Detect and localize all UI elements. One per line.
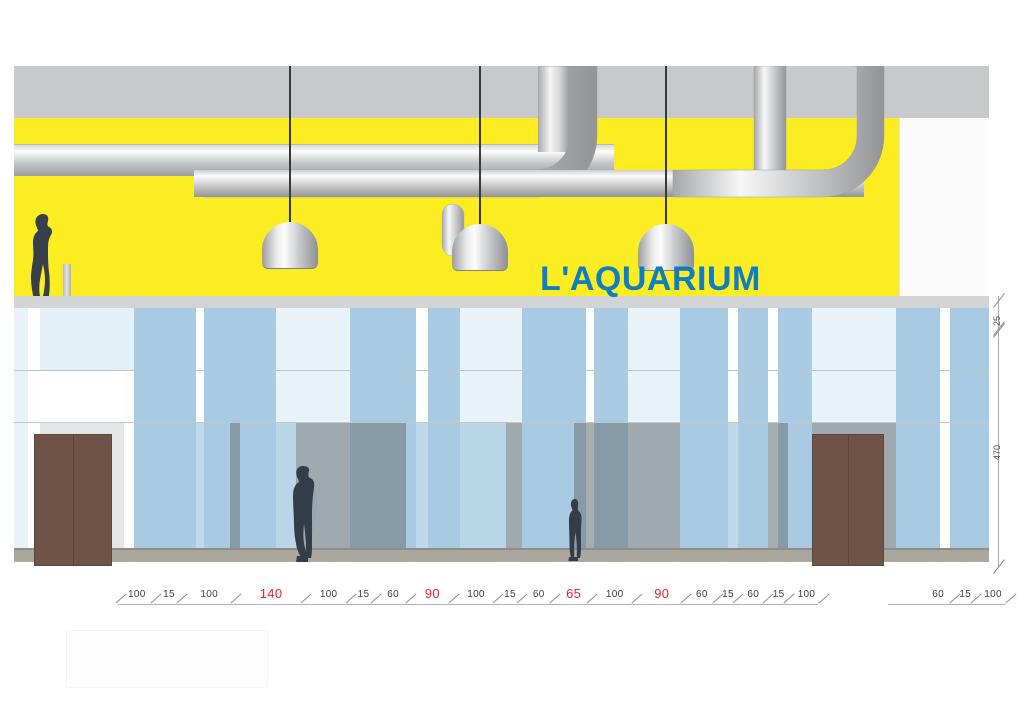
right-white-panel: [899, 118, 989, 299]
watermark-box: [66, 630, 268, 688]
dimension-value: 60: [932, 589, 945, 600]
door-leaf-divider: [848, 435, 849, 565]
ground-floor-panel: [522, 422, 574, 550]
dimension-value: 100: [319, 589, 338, 600]
dimension-value: 90: [654, 586, 670, 601]
dimension-value: 15: [357, 589, 370, 600]
dimension-value: 15: [722, 589, 734, 600]
glazing-panel: [940, 308, 950, 550]
glazing-panel: [896, 308, 940, 550]
ground-line-shadow: [14, 548, 989, 550]
ground-floor-panel: [680, 422, 768, 550]
vertical-dimension-tick: [993, 559, 1005, 574]
ledge-railing-post: [63, 264, 71, 300]
dimension-value: 100: [200, 589, 218, 600]
lamp-shade: [638, 224, 694, 271]
lamp-cord: [289, 66, 291, 223]
horizontal-dimension-strip: 100 15 100 140 100 15 60 90 100 15 60 65 100 90 60 15 60…: [0, 586, 1024, 626]
ground-floor-panel: [506, 422, 522, 550]
ground-floor-panel: [296, 422, 406, 550]
dimension-value: 60: [695, 589, 708, 600]
dimension-value: 15: [959, 589, 972, 600]
dimension-value: 100: [797, 589, 816, 600]
dimension-value: 140: [259, 586, 283, 601]
dimension-value: 15: [163, 589, 175, 600]
ground-floor-panel: [240, 422, 296, 550]
vertical-dimension-tick: [993, 293, 1005, 308]
dimension-value: 60: [532, 589, 545, 600]
ground-floor-panel: [230, 422, 240, 550]
pendant-lamp: [452, 66, 508, 271]
entrance-door-left[interactable]: [34, 434, 112, 566]
door-leaf-divider: [73, 435, 74, 565]
lamp-shade: [452, 224, 508, 271]
vertical-dimension-line: [998, 296, 999, 568]
ground-floor-panel: [788, 422, 812, 550]
ground-floor-panel: [134, 422, 230, 550]
person-silhouette-walking: [293, 466, 318, 562]
dimension-value: 100: [605, 589, 624, 600]
pendant-lamp: [262, 66, 318, 269]
ground-floor-panel: [406, 422, 506, 550]
dimension-value: 60: [747, 589, 760, 600]
lamp-cord: [665, 66, 667, 225]
ground-line: [14, 550, 989, 562]
person-silhouette-on-ledge: [29, 214, 53, 303]
pendant-lamp: [638, 66, 694, 271]
ground-floor-panel: [768, 422, 788, 550]
dimension-line-right: [888, 604, 1006, 605]
ventilation-duct-riser-1: [538, 66, 570, 152]
dimension-value: 100: [127, 589, 146, 600]
dimension-value: 100: [984, 589, 1002, 600]
lamp-cord: [479, 66, 481, 225]
vertical-dimension-label: 470: [992, 444, 1002, 460]
building-signage-text: L'AQUARIUM: [540, 260, 761, 298]
ground-floor-panel: [574, 422, 680, 550]
facade-spandrel-line: [14, 422, 989, 423]
dimension-value: 15: [504, 589, 516, 600]
entrance-door-right[interactable]: [812, 434, 884, 566]
dimension-value: 65: [566, 586, 582, 601]
person-silhouette-child: [568, 499, 584, 561]
glazing-panel: [950, 308, 989, 550]
dimension-value: 15: [772, 589, 785, 600]
dimension-value: 60: [387, 589, 400, 600]
dimension-value: 90: [424, 586, 440, 601]
dimension-line-left: [118, 604, 818, 605]
glazing-panel: [14, 308, 28, 550]
facade-transom-line: [14, 370, 989, 371]
dimension-value: 100: [467, 589, 485, 600]
lamp-shade: [262, 222, 318, 269]
